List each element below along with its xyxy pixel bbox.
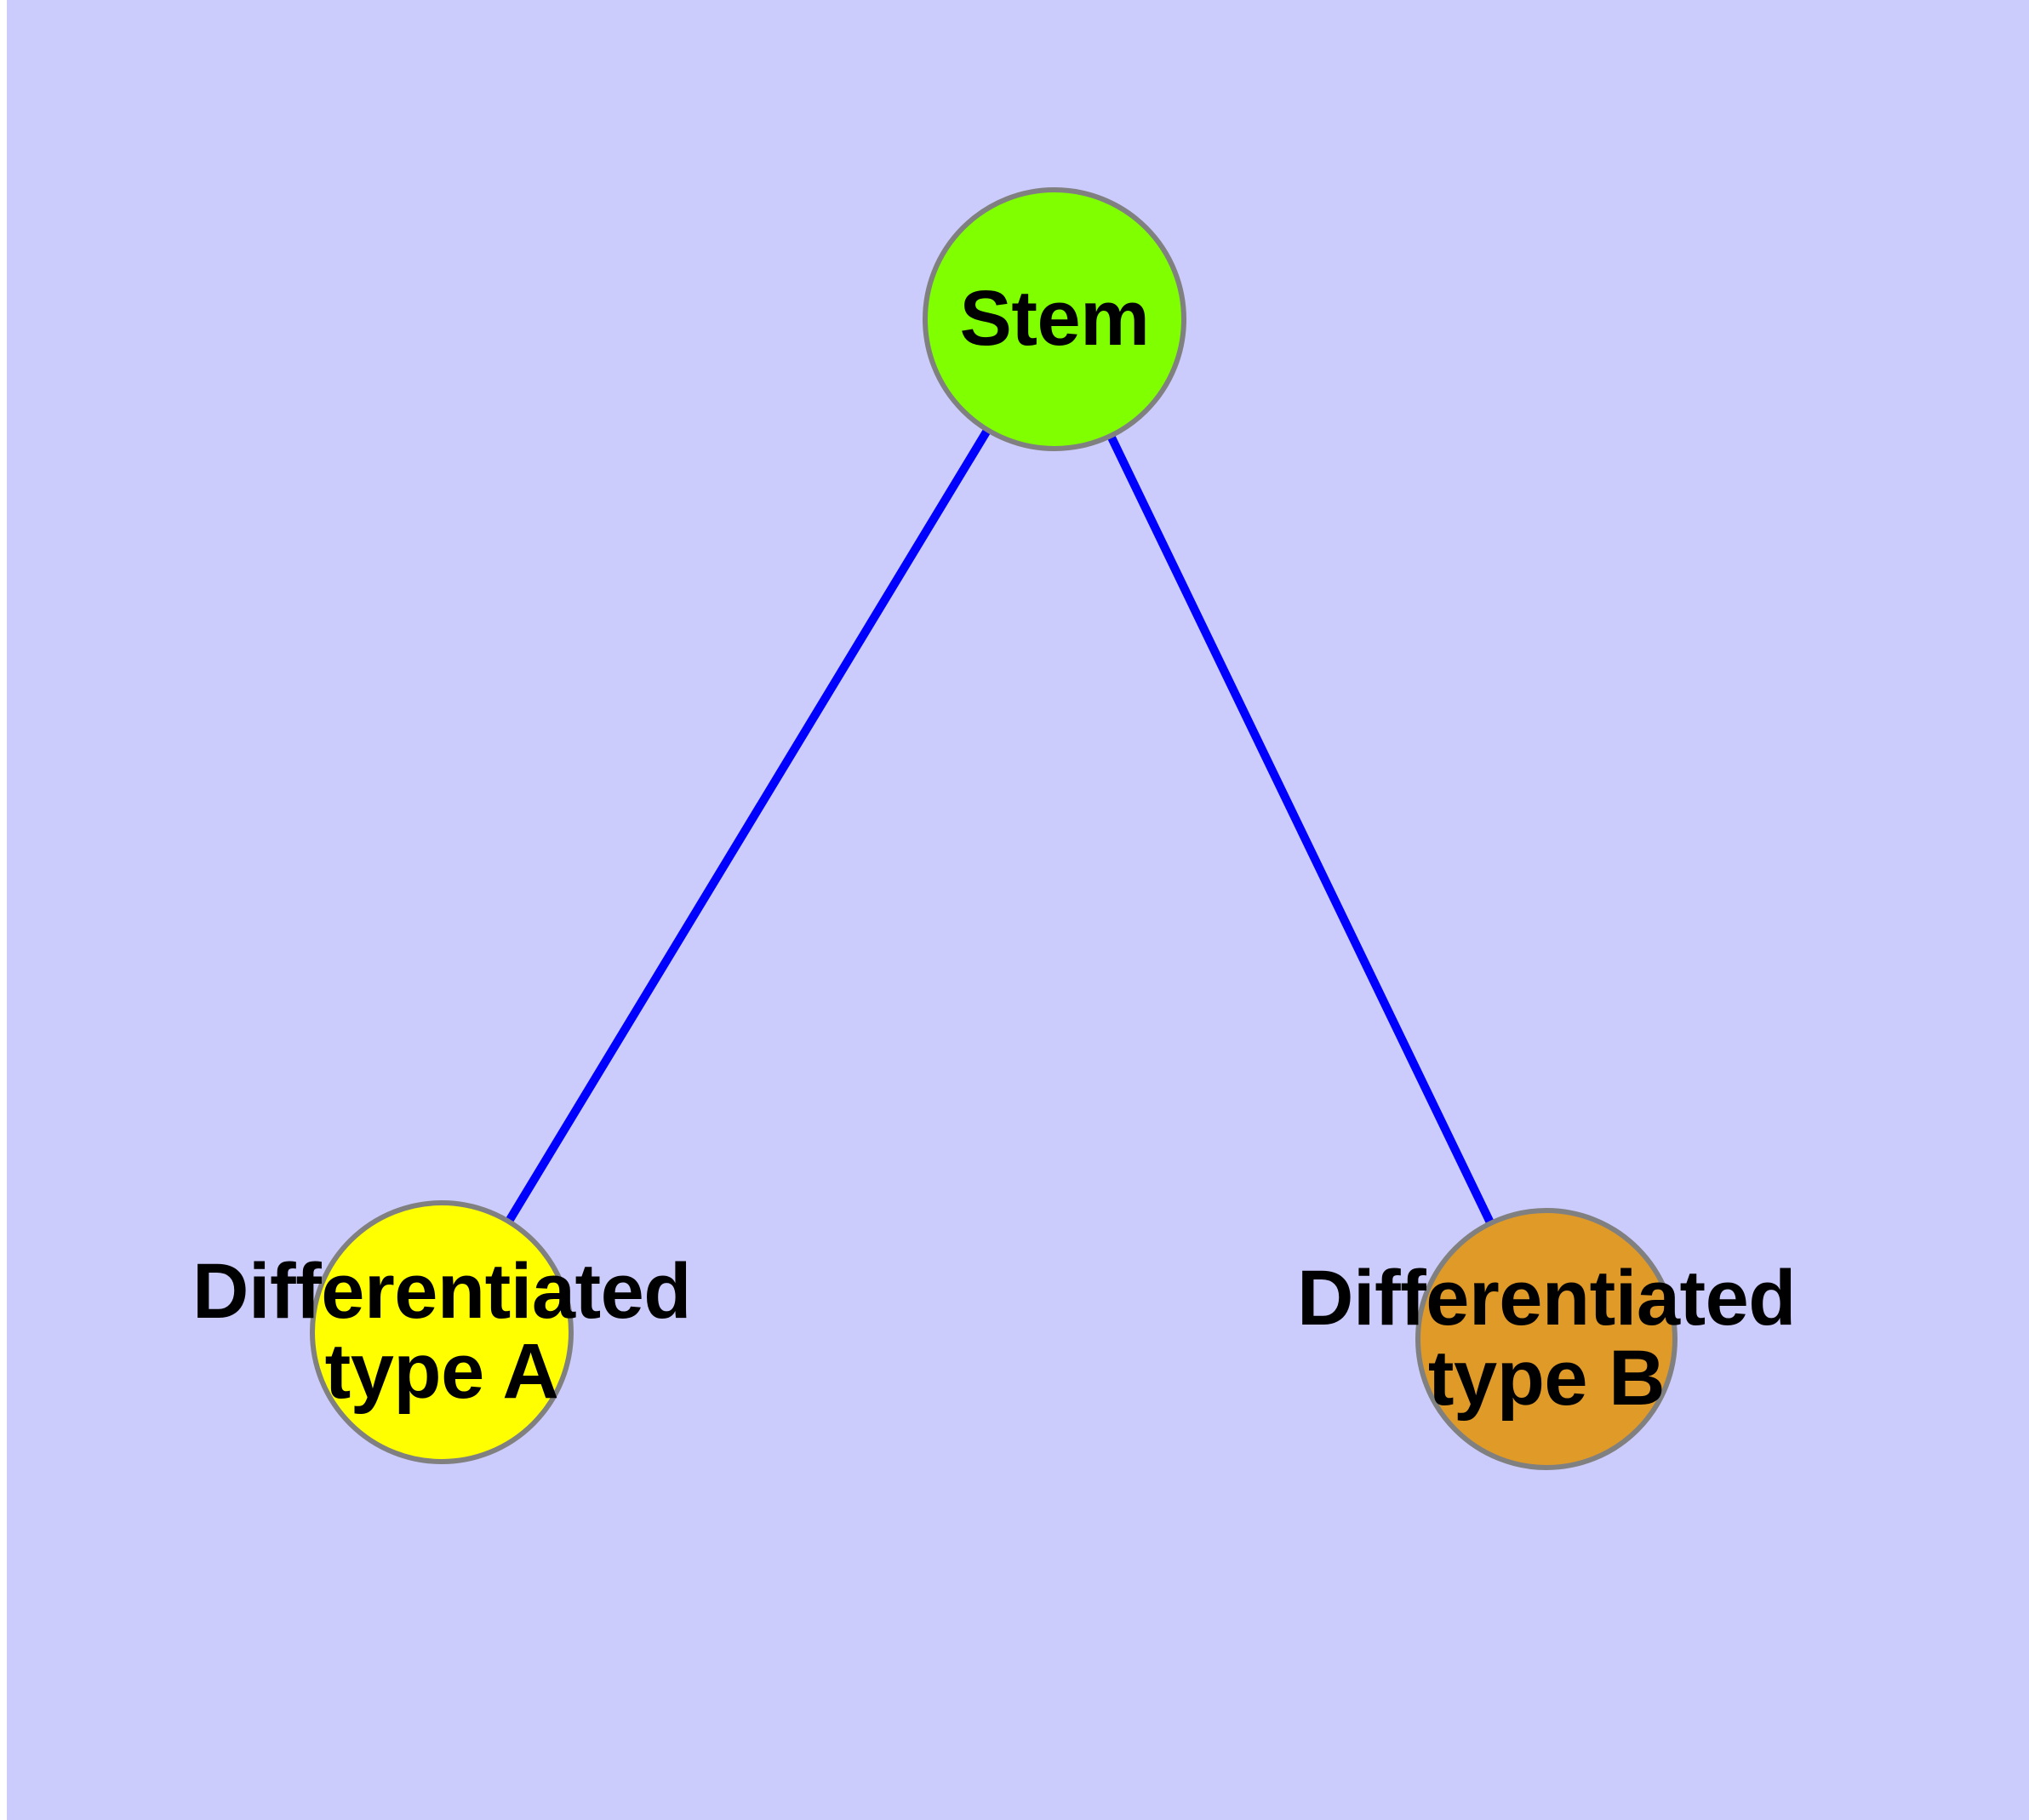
edges-layer (437, 317, 1551, 1342)
node-diff_a[interactable] (310, 1200, 574, 1464)
edge-stem-diff-a[interactable] (437, 317, 1059, 1335)
nodes-layer (310, 187, 1677, 1470)
node-diff_b[interactable] (1415, 1208, 1677, 1470)
node-stem[interactable] (923, 187, 1186, 451)
edge-stem-diff-b[interactable] (1050, 317, 1551, 1342)
